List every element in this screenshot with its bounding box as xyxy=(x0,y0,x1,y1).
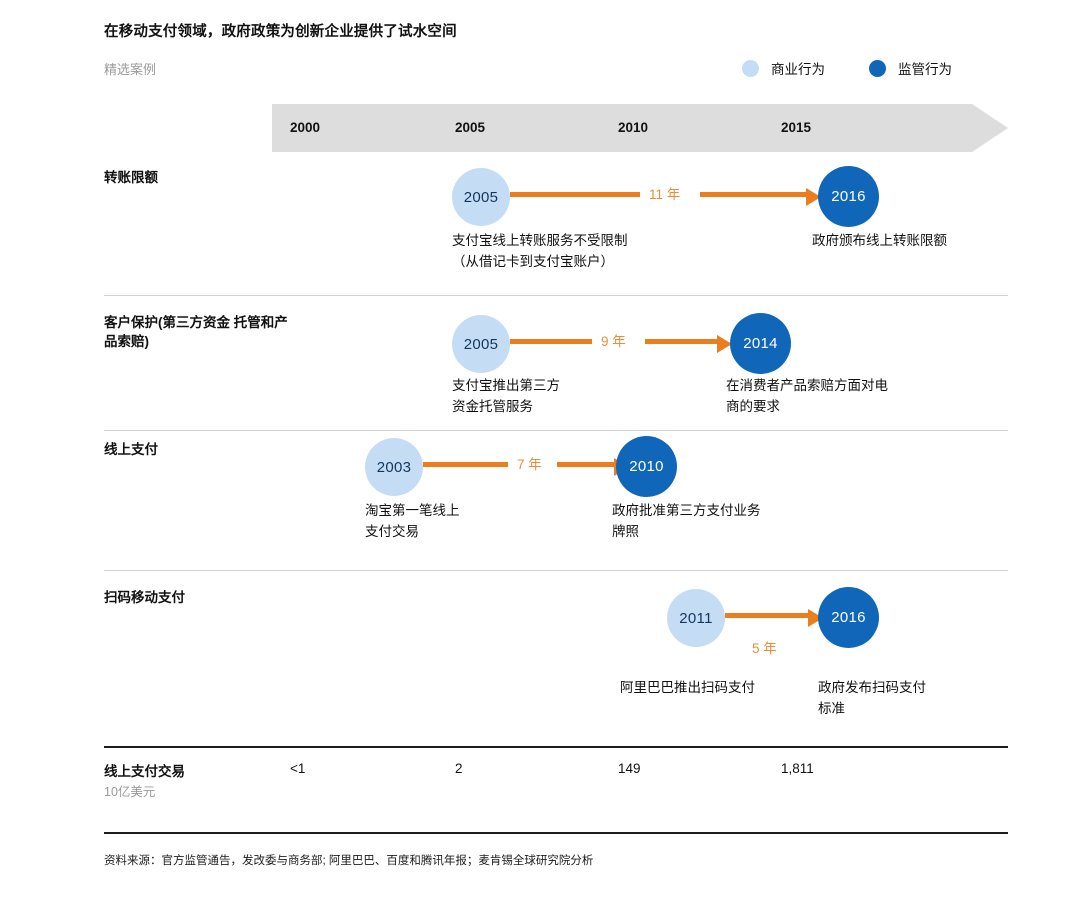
caption-end-row3: 政府批准第三方支付业务 牌照 xyxy=(612,503,761,539)
node-start-row4[interactable]: 2011 xyxy=(667,589,725,647)
node-end-row1[interactable]: 2016 xyxy=(818,166,879,227)
page-subtitle: 精选案例 xyxy=(104,62,157,77)
connector-line-row3-right xyxy=(557,462,616,467)
row-label-transfer-limit: 转账限额 xyxy=(104,170,158,185)
caption-start-row4: 阿里巴巴推出扫码支付 xyxy=(620,680,755,695)
timeline-axis-body xyxy=(272,104,972,152)
legend-item-regulatory: 监管行为 xyxy=(869,58,952,78)
row-separator-2 xyxy=(104,430,1008,431)
legend-label-commercial: 商业行为 xyxy=(771,62,825,77)
connector-label-row1: 11 年 xyxy=(644,183,686,203)
legend-label-regulatory: 监管行为 xyxy=(898,62,952,77)
connector-arrowhead-row2-icon xyxy=(717,335,732,353)
node-end-row3[interactable]: 2010 xyxy=(616,436,677,497)
connector-line-row4 xyxy=(725,613,813,618)
connector-line-row2-right xyxy=(645,339,719,344)
row-separator-1 xyxy=(104,295,1008,296)
caption-start-row1: 支付宝线上转账服务不受限制 （从借记卡到支付宝账户） xyxy=(452,233,628,269)
timeline-axis-arrow-icon xyxy=(972,104,1008,152)
connector-label-row3: 7 年 xyxy=(512,453,547,473)
row-label-customer-protection: 客户保护(第三方资金 托管和产品索赔) xyxy=(104,315,288,349)
data-value-2015: 1,811 xyxy=(781,761,814,776)
page-title: 在移动支付领域，政府政策为创新企业提供了试水空间 xyxy=(104,24,457,40)
caption-end-row1: 政府颁布线上转账限额 xyxy=(812,233,947,248)
data-value-2010: 149 xyxy=(618,761,641,776)
legend-dot-regulatory-icon xyxy=(869,59,886,77)
connector-label-row2: 9 年 xyxy=(596,330,631,350)
data-value-2000: <1 xyxy=(290,761,306,776)
axis-tick-2005: 2005 xyxy=(455,120,486,135)
row-label-online-payment: 线上支付 xyxy=(104,442,158,457)
data-value-2005: 2 xyxy=(455,761,463,776)
axis-tick-2010: 2010 xyxy=(618,120,649,135)
node-start-row3[interactable]: 2003 xyxy=(365,438,423,496)
connector-label-row4: 5 年 xyxy=(752,641,777,656)
connector-line-row3-left xyxy=(423,462,508,467)
node-start-row1[interactable]: 2005 xyxy=(452,168,510,226)
connector-line-row1-right xyxy=(700,192,808,197)
caption-end-row2: 在消费者产品索赔方面对电 商的要求 xyxy=(726,378,888,414)
axis-tick-2015: 2015 xyxy=(781,120,812,135)
node-start-row2[interactable]: 2005 xyxy=(452,315,510,373)
source-note: 资料来源：官方监管通告，发改委与商务部; 阿里巴巴、百度和腾讯年报；麦肯锡全球研… xyxy=(104,855,594,867)
timeline-axis: 2000 2005 2010 2015 xyxy=(272,104,1008,152)
caption-end-row4: 政府发布扫码支付 标准 xyxy=(818,680,926,716)
legend-dot-commercial-icon xyxy=(742,59,759,77)
legend-item-commercial: 商业行为 xyxy=(742,58,825,78)
data-row-top-rule xyxy=(104,746,1008,748)
connector-arrowhead-row1-icon xyxy=(806,188,821,206)
caption-start-row3: 淘宝第一笔线上 支付交易 xyxy=(365,503,460,539)
data-row-unit: 10亿美元 xyxy=(104,785,156,799)
caption-start-row2: 支付宝推出第三方 资金托管服务 xyxy=(452,378,560,414)
connector-line-row1-left xyxy=(510,192,640,197)
axis-tick-2000: 2000 xyxy=(290,120,321,135)
node-end-row4[interactable]: 2016 xyxy=(818,587,879,648)
row-label-qr-mobile-payment: 扫码移动支付 xyxy=(104,590,185,605)
data-row-label: 线上支付交易 xyxy=(104,764,185,779)
node-end-row2[interactable]: 2014 xyxy=(730,313,791,374)
legend: 商业行为 监管行为 xyxy=(742,58,952,78)
connector-line-row2-left xyxy=(510,339,592,344)
data-row-bottom-rule xyxy=(104,832,1008,834)
row-separator-3 xyxy=(104,570,1008,571)
